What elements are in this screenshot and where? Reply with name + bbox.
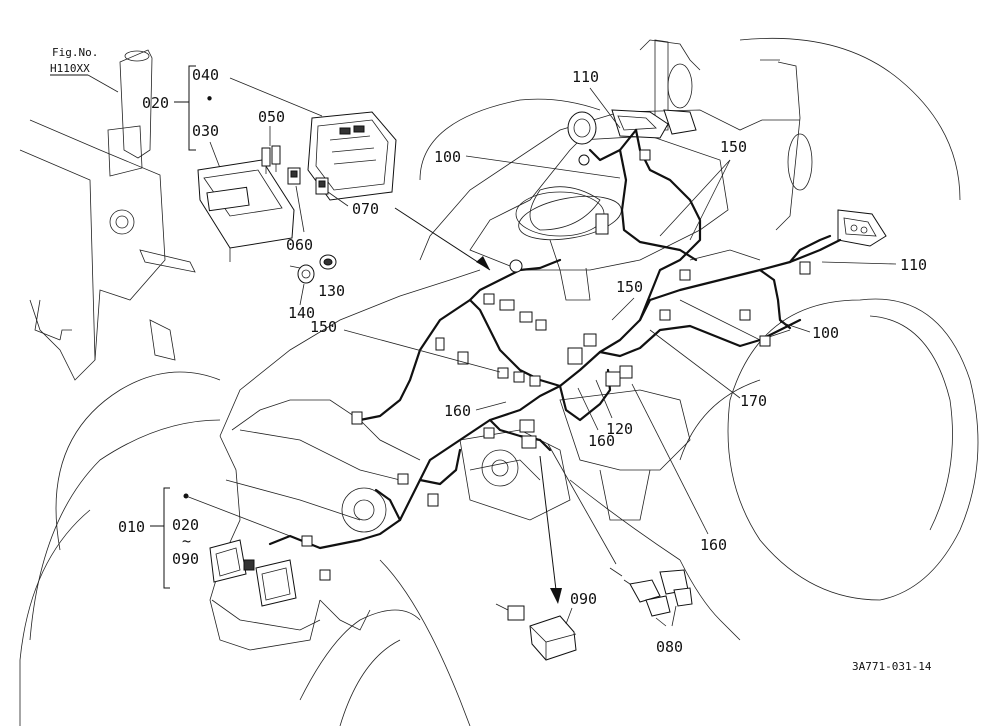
relay-090 [495,603,577,661]
callout-160-bottom: 160 [700,536,727,554]
callout-020-group: 020 [172,516,199,534]
callout-040: 040 [192,66,219,84]
rear-lamp-left [567,109,697,145]
bracket-010 [163,487,170,589]
callout-030: 030 [192,122,219,140]
leader-010 [185,495,291,537]
rear-lamp-right [837,209,887,247]
callout-080: 080 [656,638,683,656]
fig-number: H110XX [50,62,90,75]
fuse-050 [261,145,281,174]
fuse-box-base [197,159,295,262]
arrow-to-070 [394,207,491,271]
leader-080-detail [547,443,617,565]
harness-connectors [301,149,811,581]
callout-170: 170 [740,392,767,410]
callout-dot: • [205,90,214,108]
callout-150-left: 150 [310,318,337,336]
callout-150-top: 150 [720,138,747,156]
callout-120: 120 [606,420,633,438]
fig-label: Fig.No. [52,46,98,59]
fig-leader [87,74,119,93]
callout-140: 140 [288,304,315,322]
callout-tilde: ~ [182,532,191,550]
callout-010: 010 [118,518,145,536]
callout-050: 050 [258,108,285,126]
fuse-060 [287,167,301,185]
callout-150-mid: 150 [616,278,643,296]
callout-100-top: 100 [434,148,461,166]
drawing-code: 3A771-031-14 [852,660,932,673]
relay-080 [609,567,693,617]
callout-100-right: 100 [812,324,839,342]
callout-160-center: 160 [588,432,615,450]
callout-070: 070 [352,200,379,218]
callout-110-right: 110 [900,256,927,274]
callout-090-relay: 090 [570,590,597,608]
fuse-070 [315,177,329,195]
leader-040 [229,77,323,117]
tractor-body [19,37,979,726]
callout-060: 060 [286,236,313,254]
arrow-to-090 [539,455,562,604]
grommet-130-140 [289,254,337,284]
front-headlights [209,539,297,607]
callout-090-group: 090 [172,550,199,568]
wire-harness [268,128,842,550]
callout-110-top: 110 [572,68,599,86]
bracket-020 [188,65,196,151]
callout-020-top: 020 [142,94,169,112]
frame-bracket [19,49,196,381]
callout-160-left: 160 [444,402,471,420]
callout-130: 130 [318,282,345,300]
fuse-box-cover [307,111,397,201]
leader-030 [209,141,221,169]
